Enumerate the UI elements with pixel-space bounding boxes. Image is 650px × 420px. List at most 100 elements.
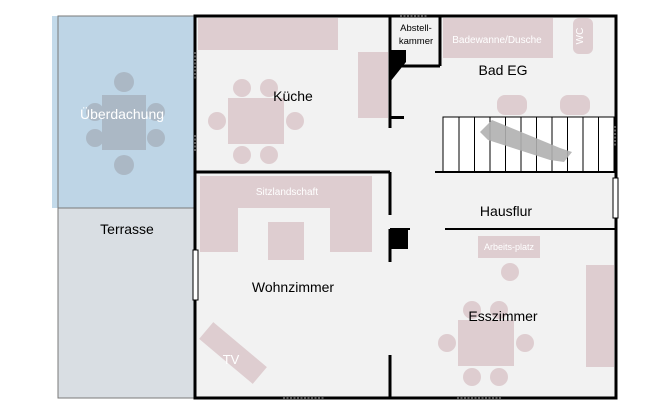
desk [478,236,540,258]
bath-basin [497,95,527,115]
dining-chair [463,301,481,319]
window-marker [492,397,494,399]
window-marker [194,66,196,68]
kitchen-table [228,98,284,144]
room-label-hausflur: Hausflur [480,203,532,219]
window-marker [485,397,487,399]
terrace-chair [147,103,165,121]
room-label-esszimmer: Esszimmer [468,308,538,324]
window-marker [290,397,292,399]
terrace-door [192,249,199,301]
window-marker [481,397,484,399]
terrace-table [102,95,146,150]
kitchen-chair [233,79,251,97]
abstell-door-block [390,50,406,82]
terrace-chair [147,129,165,147]
sofa-right [330,176,372,252]
dining-chair [463,368,481,386]
window-marker [414,15,416,17]
window-marker [474,397,477,399]
sofa-left [200,176,238,252]
room-label-abstell-1: Abstell- [400,23,432,34]
sideboard [586,265,614,367]
window-marker [283,397,285,399]
wc-unit [573,18,593,54]
window-marker [478,397,480,399]
window-marker [286,397,289,399]
window-marker [194,135,196,137]
window-marker [194,138,196,141]
staircase [442,116,616,173]
room-label-abstell-2: kammer [399,36,433,47]
flur-wall-stub [390,116,404,119]
window-marker [460,397,463,399]
label-wc: WC [575,28,586,45]
window-marker [400,15,402,17]
bathtub [443,18,553,58]
window-marker [304,397,306,399]
window-marker [464,397,466,399]
window-marker [499,397,501,399]
window-marker [488,397,491,399]
kitchen-chair [260,146,278,164]
window-marker [457,397,459,399]
terrace-chair [114,72,134,92]
window-marker [614,140,616,142]
window-marker [297,397,299,399]
terrace-chair [114,155,134,175]
window-marker [194,52,196,54]
room-label-wohnzimmer: Wohnzimmer [252,279,335,295]
window-marker [314,397,317,399]
window-marker [424,15,427,17]
window-marker [194,59,196,61]
window-marker [407,15,409,17]
flur-pillar [390,229,408,249]
window-marker [614,133,616,135]
window-marker [194,62,196,65]
window-marker [194,69,196,72]
windows [194,15,616,399]
window-marker [194,142,196,144]
tv-unit [199,322,267,384]
label-sitzlandschaft: Sitzlandschaft [256,187,318,198]
room-label-terrasse: Terrasse [100,221,154,237]
room-label-bad: Bad EG [478,62,527,78]
dining-table [458,320,514,366]
bath-basin [560,95,590,115]
label-badewanne: Badewanne/Dusche [452,35,542,46]
stair-arrow [480,120,572,162]
window-marker [495,397,498,399]
window-marker [471,397,473,399]
terrace-chair [86,103,104,121]
dining-chair [516,334,534,352]
dining-chair [438,334,456,352]
window-marker [194,145,196,148]
window-marker [321,397,324,399]
window-marker [614,126,616,128]
window-marker [318,397,320,399]
terrace-table-group [86,72,165,175]
window-marker [194,73,196,75]
window-marker [421,15,423,17]
window-marker [403,15,406,17]
window-marker [614,129,616,132]
window-marker [311,397,313,399]
furniture-layer [198,18,614,386]
window-marker [307,397,310,399]
window-marker [410,15,413,17]
window-marker [293,397,296,399]
window-marker [194,76,196,79]
dining-chair [490,368,508,386]
kitchen-chair [208,112,226,130]
coffee-table [268,222,304,260]
dining-chair [490,301,508,319]
room-label-kueche: Küche [273,88,313,104]
kitchen-chair [286,112,304,130]
window-marker [194,149,196,151]
window-marker [417,15,420,17]
kitchen-counter [198,18,338,50]
label-arbeitsplatz: Arbeits-platz [484,242,535,252]
window-marker [614,143,616,146]
desk-chair [501,263,519,281]
